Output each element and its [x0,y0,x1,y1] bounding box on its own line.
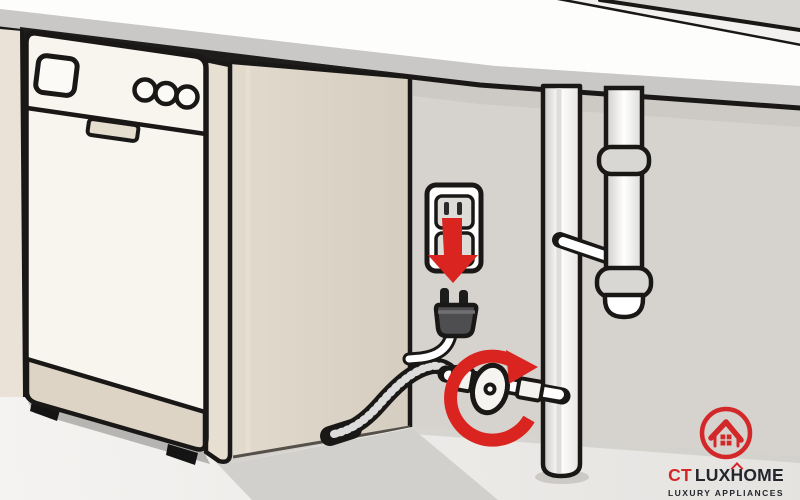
power-plug-icon [402,288,479,366]
dishwasher-icon [23,30,233,465]
button-icon [174,84,200,110]
dishwasher-foot-left [30,401,60,421]
house-logo-icon [699,406,753,460]
down-arrow-icon [428,218,478,283]
door-handle [85,117,141,143]
brand-tagline: LUXURY APPLIANCES [668,487,784,498]
brand-ome: OME [743,465,784,485]
plug-body [433,302,479,339]
brand-prefix: CT [668,465,692,485]
drain-pipe-icon [594,85,654,320]
display-icon [33,53,80,98]
button-icon [153,80,179,107]
brand-lux: LUX [694,465,731,485]
counter-leg-icon [535,83,589,484]
countertop-front-edge [0,9,800,109]
left-cabinet-strip [0,29,27,399]
dishwasher-foot-right [166,444,198,465]
dishwasher-kick-plate [24,356,208,452]
pipe-coupling-lower [594,265,654,300]
branch-pipe [552,232,620,266]
pipe-end-cap [602,292,646,320]
cabinet-side-panel [230,59,413,459]
brand-h: H [730,465,744,485]
floor-shadow [206,428,498,500]
dishwasher-floor-shadow [28,402,210,464]
countertop-surface [0,0,800,86]
dishwasher-door-side [203,57,233,464]
rotate-arrow-icon [444,349,538,447]
pipe-coupling-upper [596,144,652,177]
braided-hose-icon [320,357,460,446]
countertop [0,0,800,111]
shutoff-valve-icon [470,362,510,416]
button-icon [132,77,158,103]
pipe-fitting-right [514,376,545,403]
